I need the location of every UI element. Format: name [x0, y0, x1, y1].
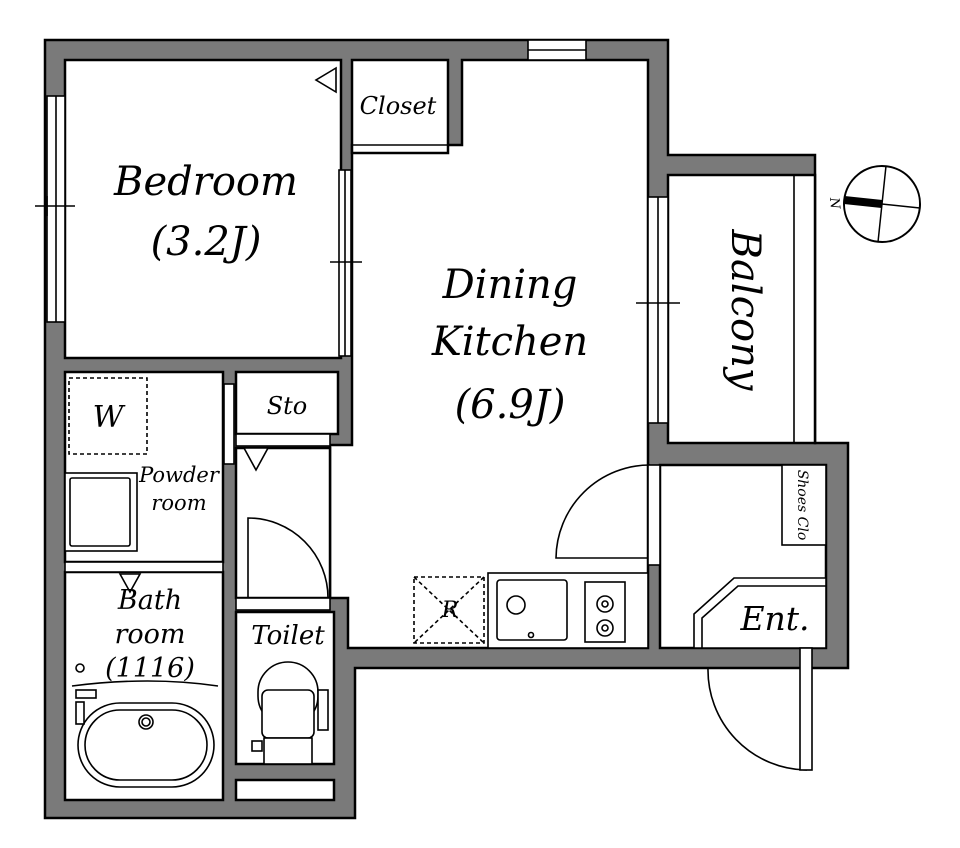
kitchen-label: Kitchen — [431, 319, 588, 365]
refrigerator-space — [413, 576, 485, 644]
bedroom-label: Bedroom — [113, 159, 298, 205]
storage-door — [235, 433, 331, 447]
washer-label: W — [93, 400, 126, 435]
shoes-closet-label: Shoes Clo — [794, 470, 810, 541]
bath-label-line1: Bath — [117, 585, 182, 616]
bath-curve — [71, 680, 219, 687]
closet-floor — [350, 58, 450, 155]
bedroom-size-label: (3.2J) — [151, 219, 262, 265]
bath-door — [64, 561, 224, 573]
compass — [843, 165, 921, 243]
closet-label: Closet — [360, 92, 437, 120]
powder-label-line1: Powder — [138, 463, 221, 487]
front-door-swing — [707, 648, 807, 771]
entrance-inner-door-swing — [555, 464, 651, 559]
toilet-bottom-vent — [234, 778, 336, 802]
refrigerator-label: R — [441, 598, 459, 623]
dining-size-label: (6.9J) — [455, 382, 566, 428]
entrance-label: Ent. — [739, 599, 809, 638]
balcony-floor — [666, 173, 817, 445]
dining-label: Dining — [442, 262, 578, 308]
bath-label-line3: (1116) — [105, 653, 195, 684]
washer-space — [68, 377, 148, 455]
bedroom-floor — [63, 58, 343, 360]
bath-label-line2: room — [114, 619, 185, 650]
hall-floor — [234, 446, 332, 600]
storage-label: Sto — [267, 392, 308, 420]
toilet-door-swing — [247, 517, 329, 599]
kitchen-sink — [496, 579, 568, 641]
bedroom-door-arrow — [314, 66, 337, 94]
toilet-label: Toilet — [251, 621, 325, 651]
powder-label-line2: room — [151, 491, 206, 515]
balcony-label: Balcony — [722, 229, 768, 392]
storage-door-arrow — [242, 447, 270, 472]
compass-north-label: N — [826, 196, 842, 210]
shoes-closet — [781, 464, 827, 546]
